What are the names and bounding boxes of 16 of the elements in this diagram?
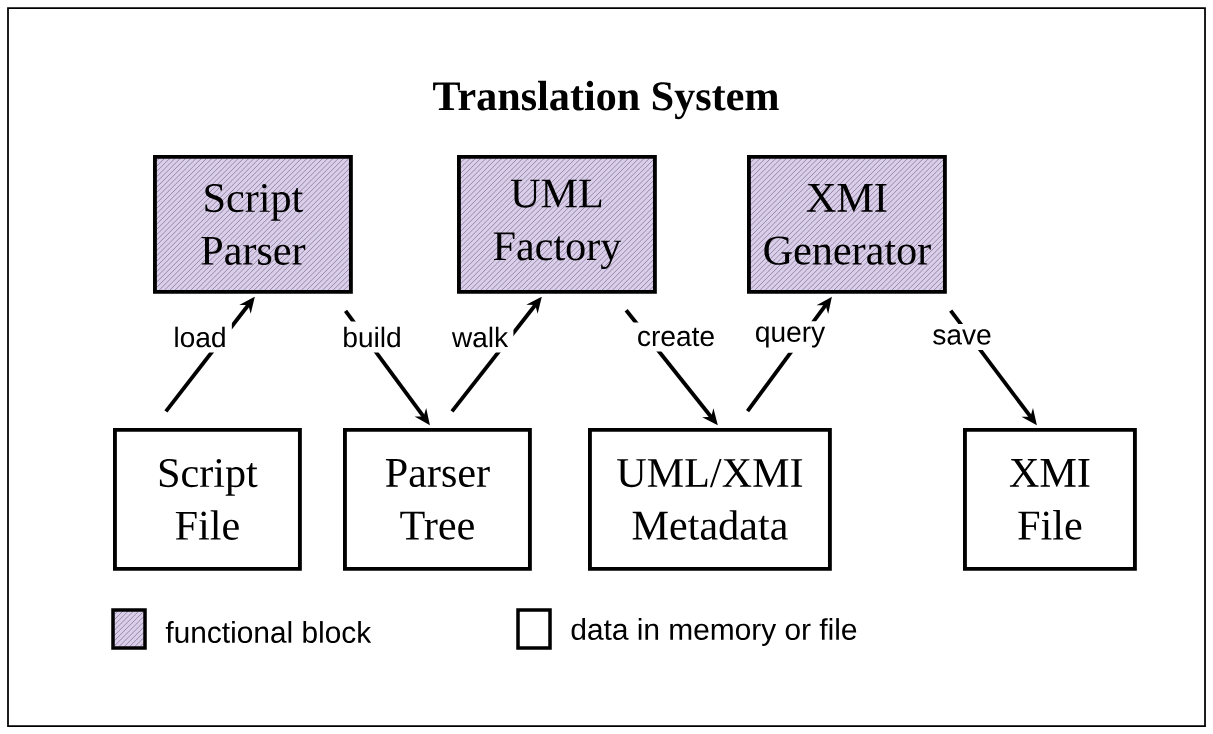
data-box: Script File [113, 428, 302, 571]
title: Translation System [433, 80, 779, 120]
data-box: XMI File [963, 428, 1137, 571]
data-box: UML/XMI Metadata [588, 428, 832, 571]
functional-block: UML Factory [457, 155, 657, 294]
functional-block: XMI Generator [747, 155, 947, 294]
edge-label: save [927, 324, 997, 350]
edge-label: walk [446, 321, 514, 353]
data-box: Parser Tree [343, 428, 532, 571]
legend-label: data in memory or file [571, 618, 857, 646]
edge-label: query [749, 321, 831, 353]
edge-label: build [337, 321, 407, 353]
edge-label: create [631, 322, 721, 352]
legend-label: functional block [165, 621, 372, 643]
edge-label: load [168, 321, 232, 353]
functional-block: Script Parser [153, 155, 353, 294]
